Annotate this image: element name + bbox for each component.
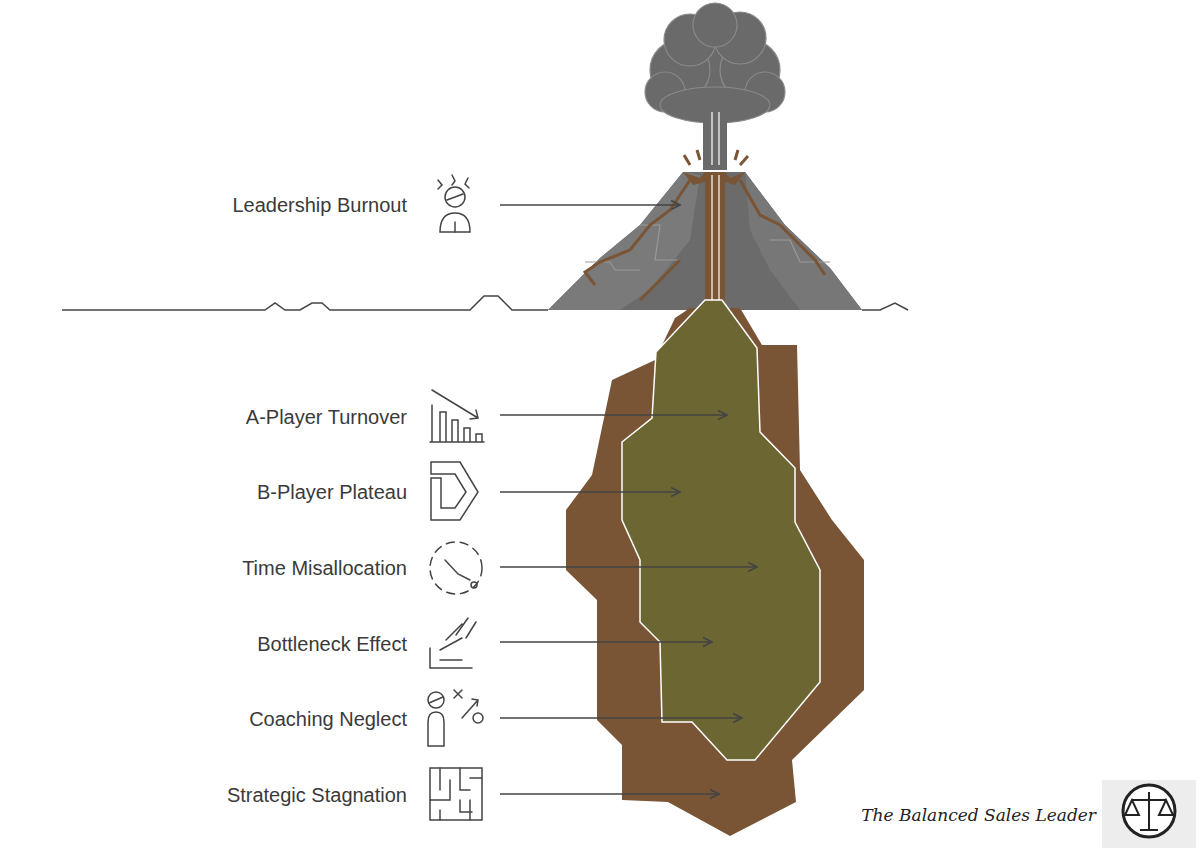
label-holder: Strategic Stagnation [227,783,407,807]
icons [428,175,484,820]
label-holder: Time Misallocation [242,556,407,580]
label-holder: Coaching Neglect [249,707,407,731]
label-holder: A-Player Turnover [246,405,407,429]
time-icon [430,542,482,594]
bottleneck-icon [430,618,476,668]
vent-column [703,110,727,170]
item-label: Bottleneck Effect [257,632,407,656]
label-holder: Bottleneck Effect [257,632,407,656]
item-label: Time Misallocation [242,556,407,580]
item-label: A-Player Turnover [246,405,407,429]
turnover-icon [430,390,484,442]
label-holder: The Balanced Sales Leader [861,803,1096,827]
item-label: Strategic Stagnation [227,783,407,807]
volcano-mountain [548,150,862,310]
stagnation-icon [430,768,482,820]
watermark: The Balanced Sales Leader [861,803,1096,827]
item-label: Leadership Burnout [232,193,407,217]
label-holder: B-Player Plateau [257,480,407,504]
item-label: Coaching Neglect [249,707,407,731]
leader-lines [500,205,757,794]
logo [1102,780,1196,848]
coaching-icon [428,690,483,746]
item-label: B-Player Plateau [257,480,407,504]
burnout-icon [438,175,470,232]
label-holder: Leadership Burnout [232,193,407,217]
smoke-cloud [645,3,785,123]
plateau-icon [431,462,478,520]
magma-chamber-inner [622,300,820,760]
